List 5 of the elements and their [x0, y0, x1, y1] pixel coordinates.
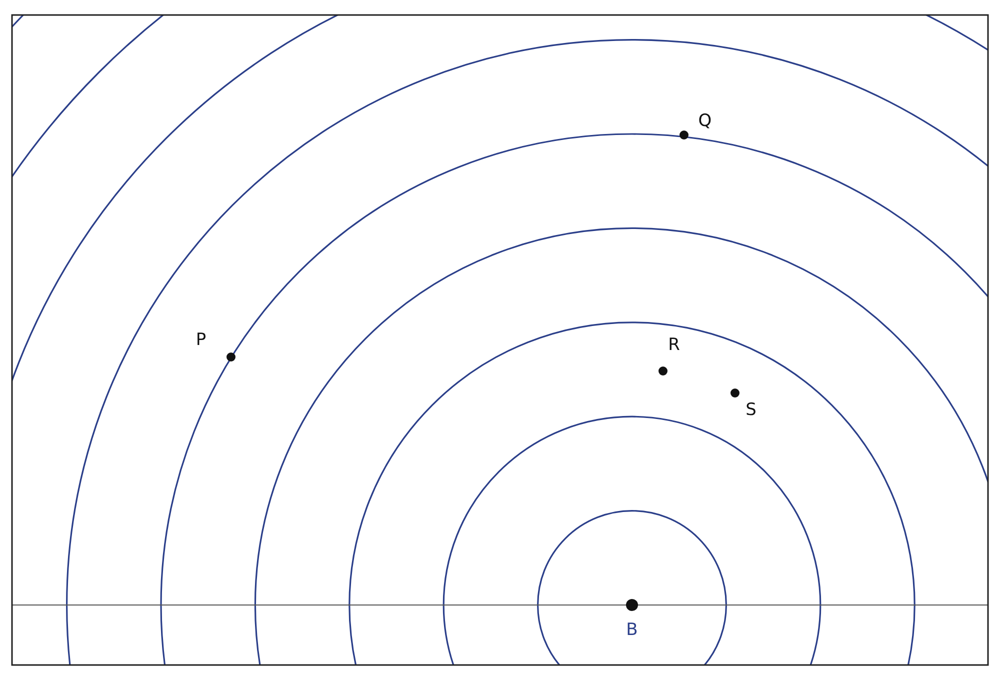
point-label: B: [626, 620, 638, 640]
point-label: Q: [698, 111, 712, 131]
point-label: P: [196, 330, 206, 350]
point-label: R: [668, 335, 680, 355]
point-label: S: [746, 400, 756, 420]
